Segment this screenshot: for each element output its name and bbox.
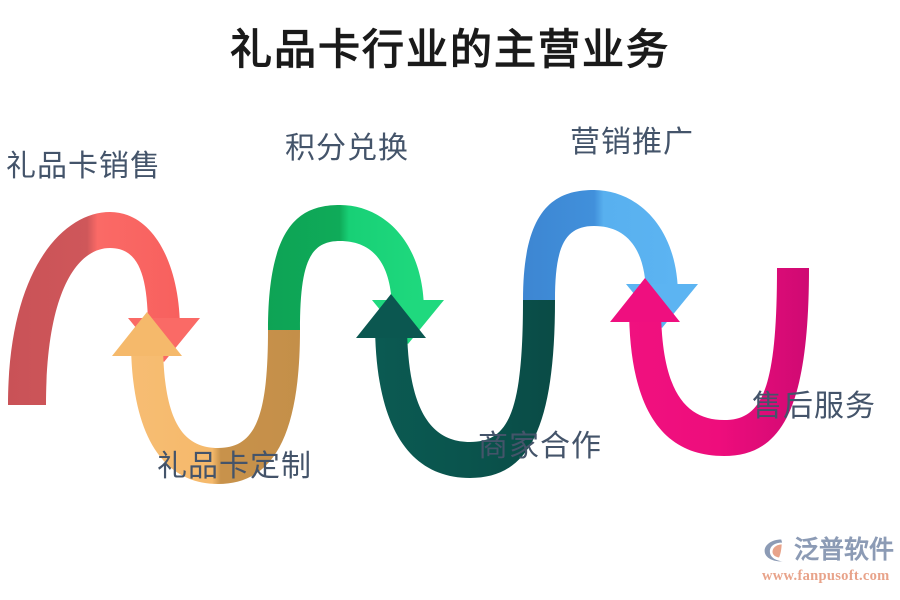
teal-valley-band (375, 300, 555, 478)
orange-valley-band (131, 330, 300, 484)
segment-gift-card-sales (8, 212, 200, 405)
blue-arch-band (523, 190, 678, 300)
brand-watermark: 泛普软件 www.fanpusoft.com (762, 534, 896, 590)
stage-label-gift-card-sales: 礼品卡销售 (6, 150, 161, 183)
segment-gift-card-custom (112, 312, 300, 484)
stage-label-marketing-promotion: 营销推广 (570, 126, 694, 159)
segment-after-sales-service (610, 268, 809, 456)
stage-label-after-sales-service: 售后服务 (752, 390, 876, 423)
stage-label-points-exchange: 积分兑换 (285, 132, 409, 165)
page-title: 礼品卡行业的主营业务 (229, 28, 670, 74)
orange-up-arrowhead (112, 312, 182, 356)
teal-up-arrowhead (356, 294, 426, 338)
fanpu-logo-icon (764, 539, 783, 562)
stage-label-merchant-cooperation: 商家合作 (478, 430, 602, 463)
brand-name: 泛普软件 (794, 535, 895, 564)
pink-valley-band (629, 268, 809, 456)
pink-up-arrowhead (610, 278, 680, 322)
red-arch-band (8, 212, 180, 405)
green-arch-band (268, 205, 424, 330)
stage-label-gift-card-custom: 礼品卡定制 (157, 450, 312, 483)
segment-points-exchange (268, 205, 444, 344)
brand-url: www.fanpusoft.com (762, 568, 890, 584)
segment-merchant-cooperation (356, 294, 555, 478)
